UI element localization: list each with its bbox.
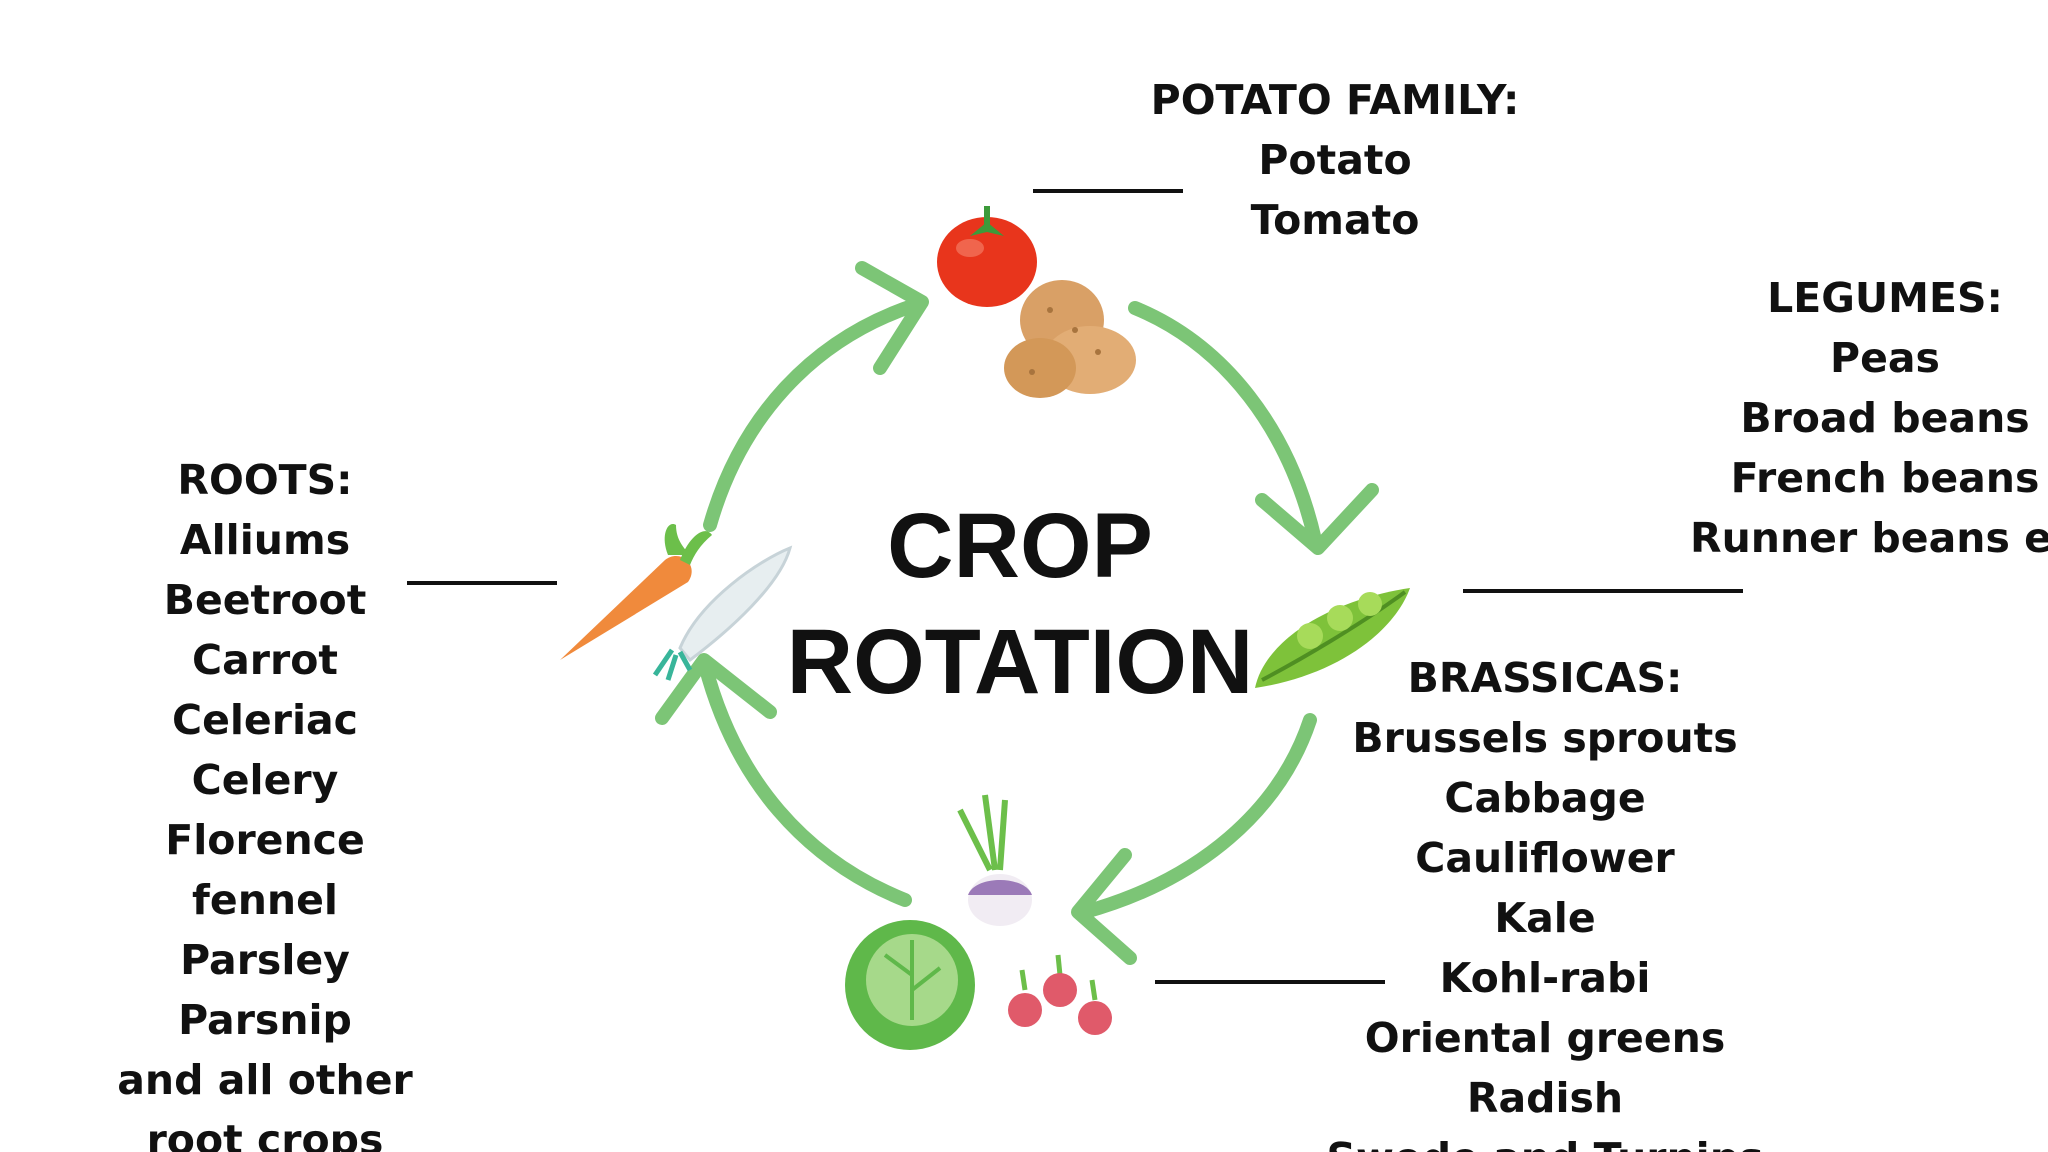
brassicas-item: Radish <box>1466 1074 1624 1122</box>
brassicas-item: Swede and Turnips <box>1320 1128 1770 1152</box>
arrowhead-potato-to-legumes <box>1255 483 1379 555</box>
pea-pod-icon <box>1255 588 1410 688</box>
potato-family-heading: POTATO FAMILY: <box>1150 76 1520 124</box>
connector-line-potato <box>1033 189 1183 193</box>
brassicas-item: Kale <box>1494 894 1596 942</box>
daikon-radish-icon <box>652 545 793 681</box>
radish-bunch-icon <box>1008 954 1112 1035</box>
legumes-item: Runner beans etc <box>1690 514 2048 562</box>
brassicas-item: Oriental greens <box>1364 1014 1726 1062</box>
brassicas-item: Kohl-rabi <box>1439 954 1651 1002</box>
diagram-title-line-1: CROP <box>887 495 1153 597</box>
roots-item: root crops <box>146 1116 384 1152</box>
roots-item: Beetroot <box>163 576 367 624</box>
potato-family-item: Tomato <box>1250 196 1420 244</box>
legumes-label: LEGUMES: Peas Broad beans French beans R… <box>1690 268 2048 568</box>
roots-item: Parsley <box>180 936 350 984</box>
arrow-potato-to-legumes <box>1128 301 1322 547</box>
cabbage-icon <box>845 920 975 1050</box>
legumes-item: French beans <box>1730 454 2040 502</box>
diagram-title-line-2: ROTATION <box>786 611 1254 713</box>
roots-item: fennel <box>192 876 338 924</box>
roots-item: Alliums <box>179 516 351 564</box>
arrow-roots-to-potato <box>703 298 922 532</box>
brassicas-label: BRASSICAS: Brussels sprouts Cabbage Caul… <box>1320 648 1770 1152</box>
roots-item: Carrot <box>192 636 338 684</box>
legumes-item: Broad beans <box>1740 394 2030 442</box>
potato-family-item: Potato <box>1258 136 1412 184</box>
brassicas-item: Cauliflower <box>1415 834 1675 882</box>
arrowhead-roots-to-potato <box>855 261 929 375</box>
turnip-icon <box>957 794 1032 926</box>
arrowhead-legumes-to-brassicas <box>1071 848 1137 965</box>
roots-item: and all other <box>117 1056 413 1104</box>
connector-line-brassicas <box>1155 980 1385 984</box>
cycle-arrows <box>655 261 1379 965</box>
roots-label: ROOTS: Alliums Beetroot Carrot Celeriac … <box>110 450 420 1152</box>
carrot-icon <box>560 524 712 660</box>
roots-item: Florence <box>165 816 365 864</box>
legumes-heading: LEGUMES: <box>1767 274 2003 322</box>
tomato-icon <box>937 206 1037 307</box>
connector-line-roots <box>407 581 557 585</box>
brassicas-heading: BRASSICAS: <box>1407 654 1683 702</box>
arrow-legumes-to-brassicas <box>1078 713 1317 919</box>
roots-item: Parsnip <box>178 996 352 1044</box>
arrow-brassicas-to-roots <box>698 658 912 907</box>
roots-heading: ROOTS: <box>177 456 353 504</box>
roots-item: Celeriac <box>171 696 358 744</box>
roots-item: Celery <box>191 756 339 804</box>
brassicas-item: Cabbage <box>1444 774 1646 822</box>
arrowhead-brassicas-to-roots <box>655 653 777 725</box>
legumes-item: Peas <box>1830 334 1940 382</box>
potato-icon <box>1004 280 1136 398</box>
brassicas-item: Brussels sprouts <box>1352 714 1738 762</box>
connector-line-legumes <box>1463 589 1743 593</box>
potato-family-label: POTATO FAMILY: Potato Tomato <box>1080 70 1590 250</box>
